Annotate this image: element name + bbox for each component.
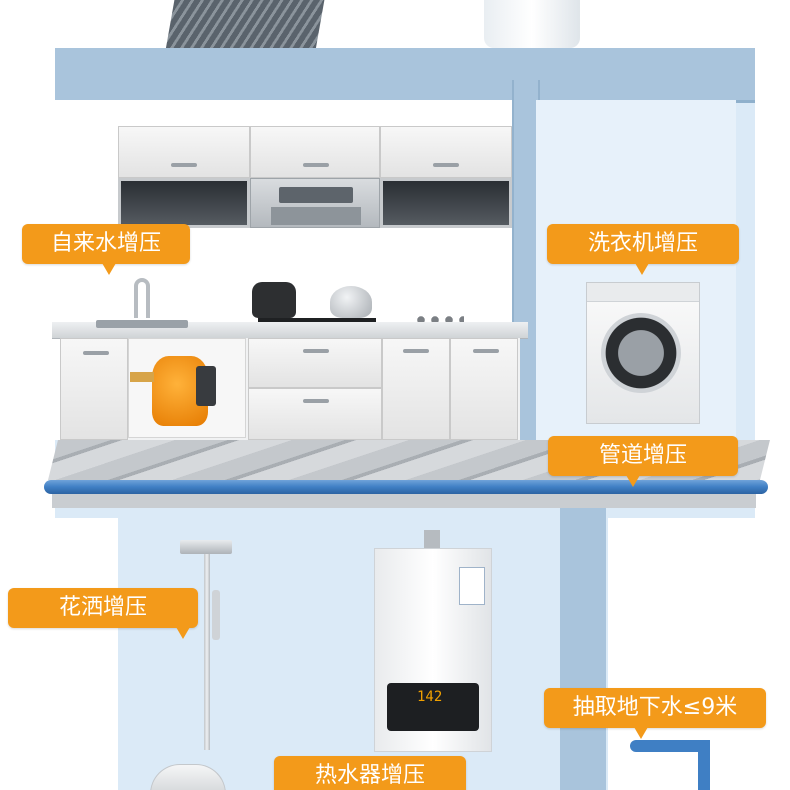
kettle [330,286,372,318]
cabinet-glass-left [118,178,250,228]
lower-cabinet-door-2 [382,338,450,440]
shower-handheld [212,590,220,640]
upper-cabinet-right [380,126,512,178]
roof-beam [55,48,755,103]
upper-cabinet-middle [250,126,380,178]
pipeline-boost-label: 管道增压 [548,436,738,487]
sink [96,320,188,328]
floor-underside [52,494,756,508]
well-pipe-down [698,740,710,790]
washing-machine [586,282,700,424]
heater-control-panel: 142 [387,683,479,731]
lower-cabinet-door-1 [60,338,128,440]
groundwater-draw-text: 抽取地下水≤9米 [572,695,738,720]
well-pipe [630,740,710,752]
upper-cabinet-left [118,126,250,178]
washing-machine-boost-text: 洗衣机增压 [587,231,698,256]
washing-machine-boost-label: 洗衣机增压 [547,224,739,275]
pump-motor [196,366,216,406]
water-heater-boost-text: 热水器增压 [314,763,425,788]
shower-head [180,540,232,554]
cabinet-glass-right [380,178,512,228]
lower-cabinet-door-3 [450,338,518,440]
heater-temperature-display: 142 [417,689,443,705]
solar-panel [165,0,325,50]
groundwater-draw-label: 抽取地下水≤9米 [544,688,766,739]
heater-top-pipe [424,530,440,548]
lower-pipe-column [560,508,606,790]
pipeline-boost-text: 管道增压 [598,443,687,468]
range-hood [250,178,380,228]
lower-room-wall [118,508,608,790]
shower-pipe [204,554,210,750]
shower-boost-label: 花洒增压 [8,588,198,639]
water-tank [484,0,580,48]
faucet [134,278,150,318]
water-heater: 142 [374,548,492,752]
lower-cabinet-drawer-1 [248,338,382,388]
tap-water-boost-text: 自来水增压 [50,231,161,256]
teapot [252,282,296,318]
pump-pipe [130,372,154,382]
lower-cabinet-drawer-2 [248,388,382,440]
horizontal-pipe [44,480,768,494]
water-heater-boost-label: 热水器增压 [274,756,466,790]
shower-boost-text: 花洒增压 [58,595,147,620]
tap-water-boost-label: 自来水增压 [22,224,190,275]
